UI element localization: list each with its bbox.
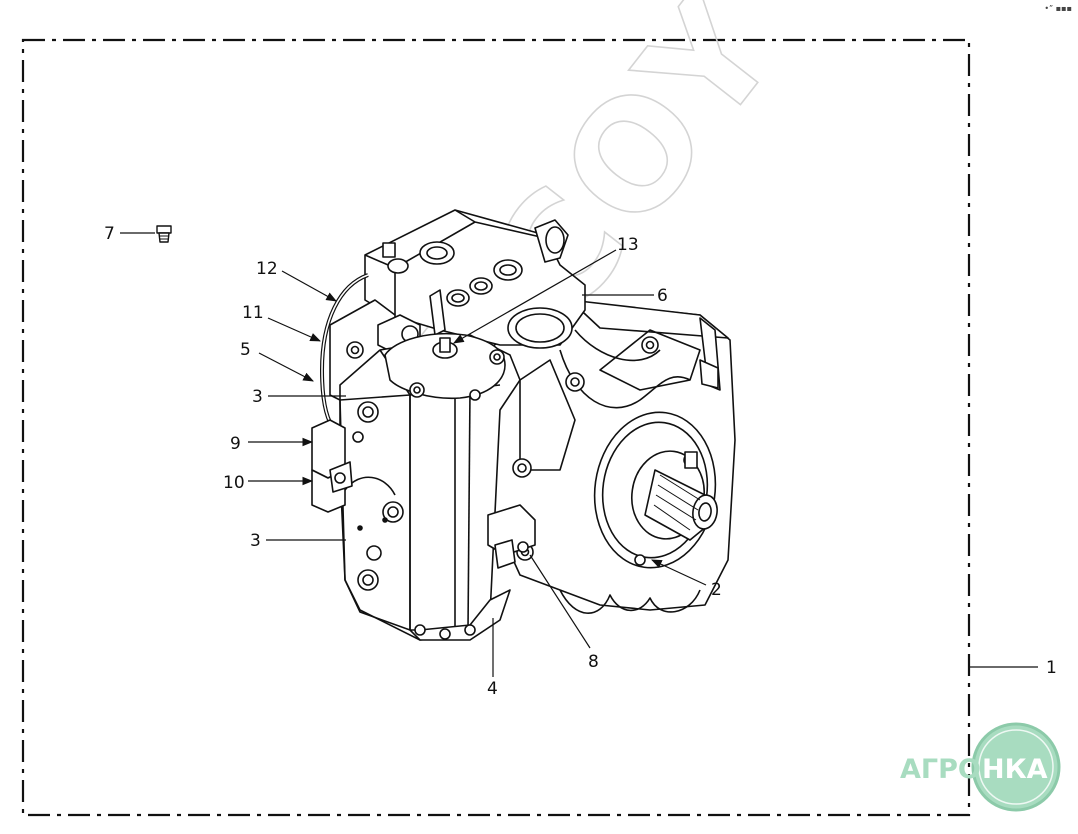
leader-line-13 (453, 249, 617, 344)
callout-10: 10 (223, 473, 245, 493)
callout-3b: 3 (250, 531, 261, 551)
callout-3a: 3 (252, 387, 263, 407)
leader-line-8 (529, 554, 591, 649)
callout-4: 4 (487, 679, 498, 699)
pump-assembly (156, 209, 736, 641)
leader-line-2 (651, 559, 707, 586)
logo-text-left: АГРО (900, 754, 981, 785)
callout-1: 1 (1046, 658, 1057, 678)
callout-8: 8 (588, 652, 599, 672)
leader-line-5 (258, 352, 314, 382)
callout-7: 7 (104, 224, 115, 244)
logo-text-right: НКА (982, 754, 1048, 785)
corner-mark: •” ▪▪▪ (1044, 4, 1072, 13)
callout-5: 5 (240, 340, 251, 360)
callout-12: 12 (256, 259, 278, 279)
callout-6: 6 (657, 286, 668, 306)
leader-line-11 (267, 317, 321, 342)
callout-2: 2 (711, 580, 722, 600)
leader-line-12 (281, 270, 337, 302)
assembly-boundary (21, 38, 971, 817)
callout-11: 11 (242, 303, 264, 323)
plug-part (156, 225, 172, 243)
agronka-logo: АГРО НКА (900, 722, 1061, 812)
callout-13: 13 (617, 235, 639, 255)
callout-9: 9 (230, 434, 241, 454)
